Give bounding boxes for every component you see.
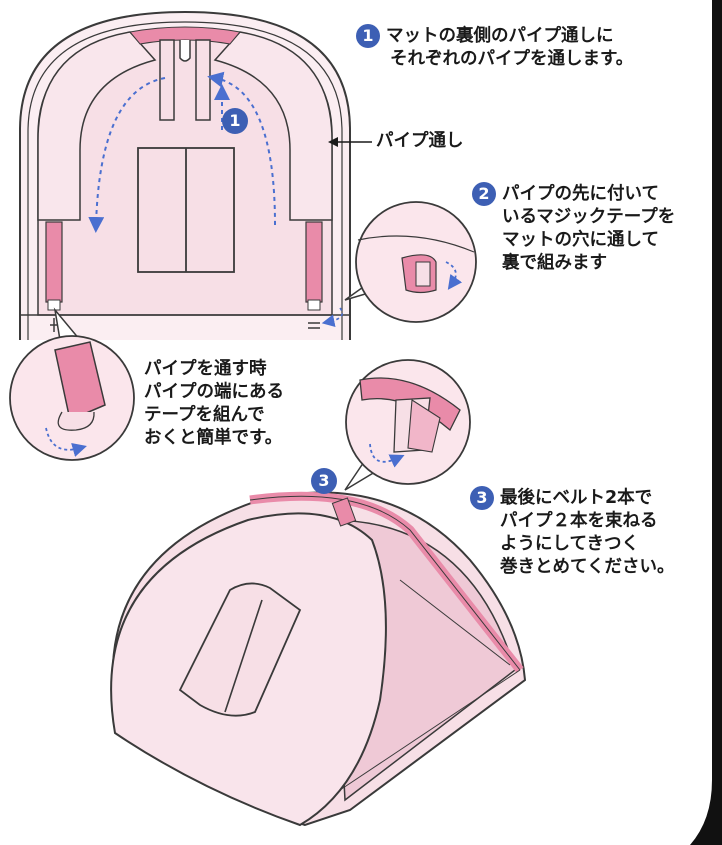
belt-callout [344, 359, 471, 491]
step2-number-badge: 2 [472, 182, 496, 206]
pipe-end-right [305, 221, 323, 303]
step1-line-1: マットの裏側のパイプ通しに [386, 26, 614, 46]
flow-arrow-right [207, 71, 276, 226]
step3-line-2: パイプ２本を束ねる [500, 511, 658, 531]
tent-window [178, 582, 302, 717]
step3-number-badge: 3 [470, 486, 494, 510]
velcro-callout [344, 201, 477, 323]
tip-line-2: パイプの端にある [144, 382, 284, 402]
step2-line-4: 裏で組みます [502, 253, 607, 273]
step1-number-badge: 1 [356, 24, 380, 48]
step3-line-3: ようにしてきつく [500, 534, 639, 554]
step1-line-2: それぞれのパイプを通します。 [390, 49, 634, 69]
pipe-end-left [45, 221, 63, 303]
pipe-sleeve-label: パイプ通し [376, 131, 464, 151]
tip-text: パイプを通す時 パイプの端にある テープを組んで おくと簡単です。 [144, 358, 284, 450]
tip-line-3: テープを組んで [144, 405, 265, 425]
step3-line-4: 巻きとめてください。 [500, 557, 675, 577]
step2-line-1: パイプの先に付いて [502, 184, 659, 204]
tip-line-1: パイプを通す時 [144, 359, 267, 379]
flat-mat-diagram [19, 10, 351, 340]
step2-line-3: マットの穴に通して [502, 230, 659, 250]
flow-arrow-left [88, 77, 166, 233]
step2-line-2: いるマジックテープを [502, 207, 676, 227]
tip-line-4: おくと簡単です。 [144, 428, 283, 448]
page-edge [690, 0, 722, 845]
tip-callout [9, 307, 135, 461]
step3-instruction: 3 最後にベルト2本で パイプ２本を束ねる ようにしてきつく 巻きとめてください。 [470, 486, 674, 579]
step1-instruction: 1 マットの裏側のパイプ通しに それぞれのパイプを通します。 [356, 24, 633, 71]
diagram-step1-marker: 1 [222, 108, 248, 134]
step2-instruction: 2 パイプの先に付いて いるマジックテープを マットの穴に通して 裏で組みます [472, 182, 675, 275]
assembled-tent [110, 491, 527, 827]
step3-line-1: 最後にベルト2本で [500, 488, 653, 508]
diagram-step3-marker: 3 [311, 468, 337, 494]
